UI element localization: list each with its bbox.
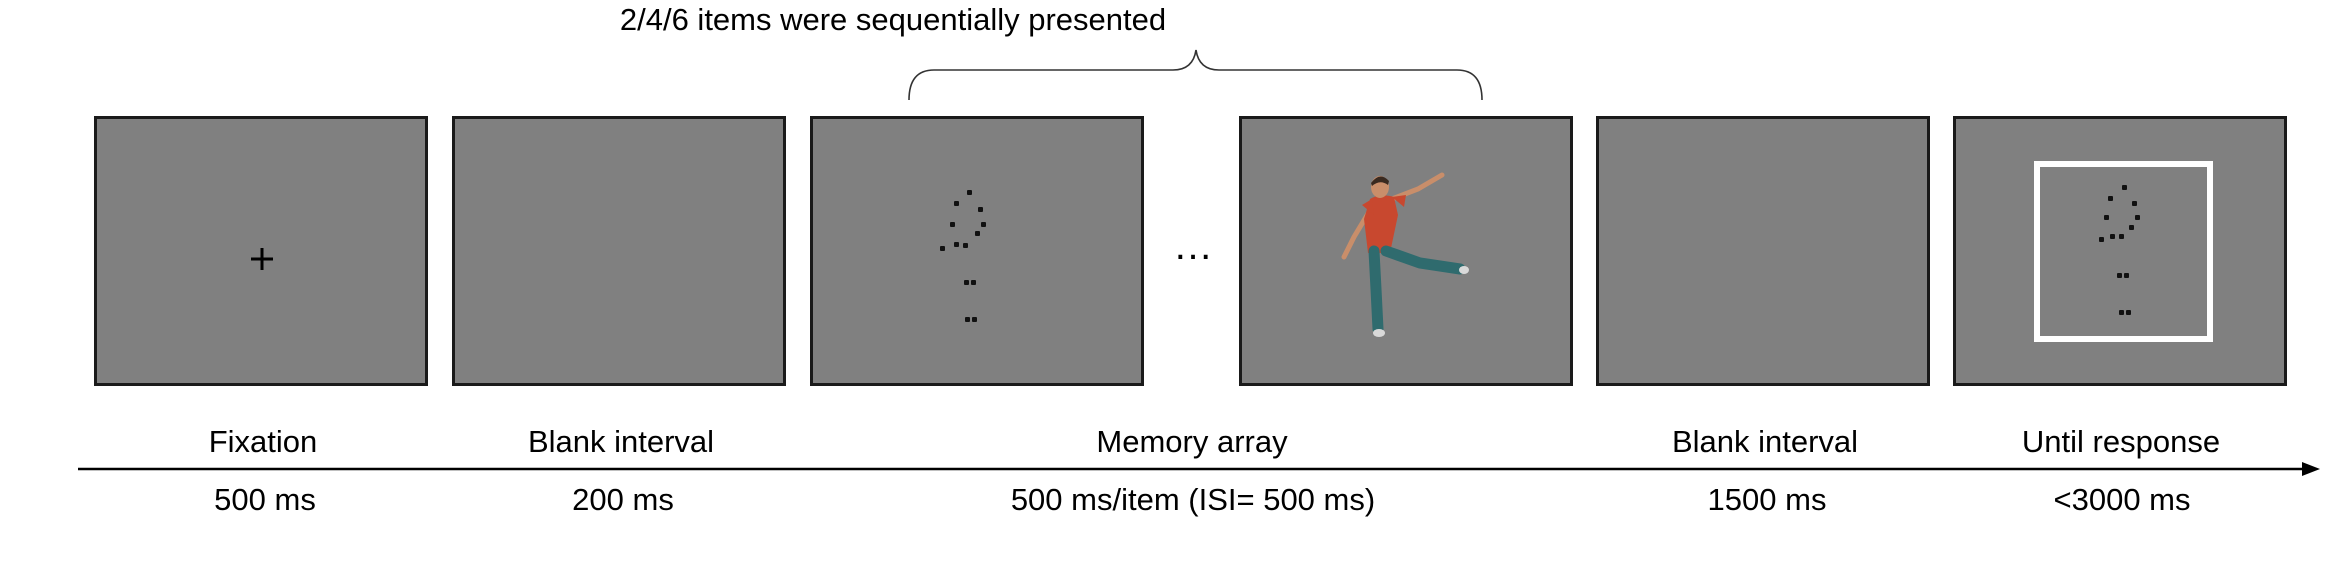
label-fixation: Fixation	[208, 424, 318, 459]
screen-blank-2	[1596, 116, 1930, 386]
duration-fixation: 500 ms	[214, 482, 316, 517]
arrow-right-icon	[2302, 462, 2320, 476]
screen-probe	[1953, 116, 2287, 386]
label-until-response: Until response	[2021, 424, 2221, 459]
screen-fixation	[94, 116, 428, 386]
probe-frame	[2034, 161, 2213, 342]
screen-memory-point-light	[810, 116, 1144, 386]
label-memory-array: Memory array	[1096, 424, 1288, 459]
duration-memory-array: 500 ms/item (ISI= 500 ms)	[1010, 482, 1376, 517]
plus-icon	[251, 248, 273, 270]
screen-blank-1	[452, 116, 786, 386]
duration-blank-1: 200 ms	[572, 482, 674, 517]
human-avatar-figure	[1341, 172, 1469, 337]
label-blank-2: Blank interval	[1671, 424, 1859, 459]
brace-label: 2/4/6 items were sequentially presented	[619, 2, 1167, 37]
duration-blank-2: 1500 ms	[1707, 482, 1827, 517]
label-blank-1: Blank interval	[527, 424, 715, 459]
screen-memory-avatar	[1239, 116, 1573, 386]
duration-until-response: <3000 ms	[2053, 482, 2191, 517]
ellipsis: …	[1173, 224, 1213, 268]
